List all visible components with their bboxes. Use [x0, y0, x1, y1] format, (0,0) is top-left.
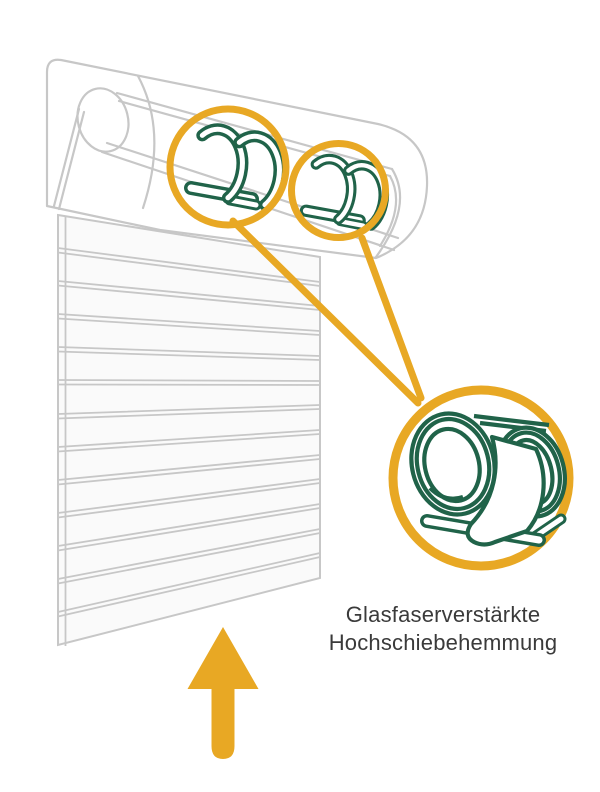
callout-line-2	[358, 234, 425, 402]
anti-lift-clip-detail	[409, 411, 567, 547]
shutter-curtain-lineart	[57, 213, 321, 647]
callout-circle-2	[288, 140, 389, 241]
up-arrow	[187, 627, 259, 759]
caption-line-2: Hochschiebehemmung	[328, 630, 558, 655]
headbox-front-curve	[136, 74, 156, 210]
headbox-outline	[45, 58, 429, 260]
callout-circle-1	[166, 105, 290, 229]
curtain-slat-lines	[57, 247, 321, 618]
detail-circle-group	[388, 385, 574, 571]
anti-lift-clip-small	[184, 123, 286, 211]
curtain-face	[57, 213, 321, 647]
roller-end-ellipse	[76, 87, 130, 153]
anti-lift-clip-small-2	[306, 159, 384, 226]
side-bracket-lines	[52, 107, 86, 211]
callout-line-1	[229, 217, 422, 407]
caption: Glasfaserverstärkte Hochschiebehemmung	[293, 601, 593, 657]
roller-right-cap	[374, 167, 402, 259]
callout-connector-lines	[229, 217, 425, 407]
caption-line-1: Glasfaserverstärkte	[345, 602, 541, 627]
